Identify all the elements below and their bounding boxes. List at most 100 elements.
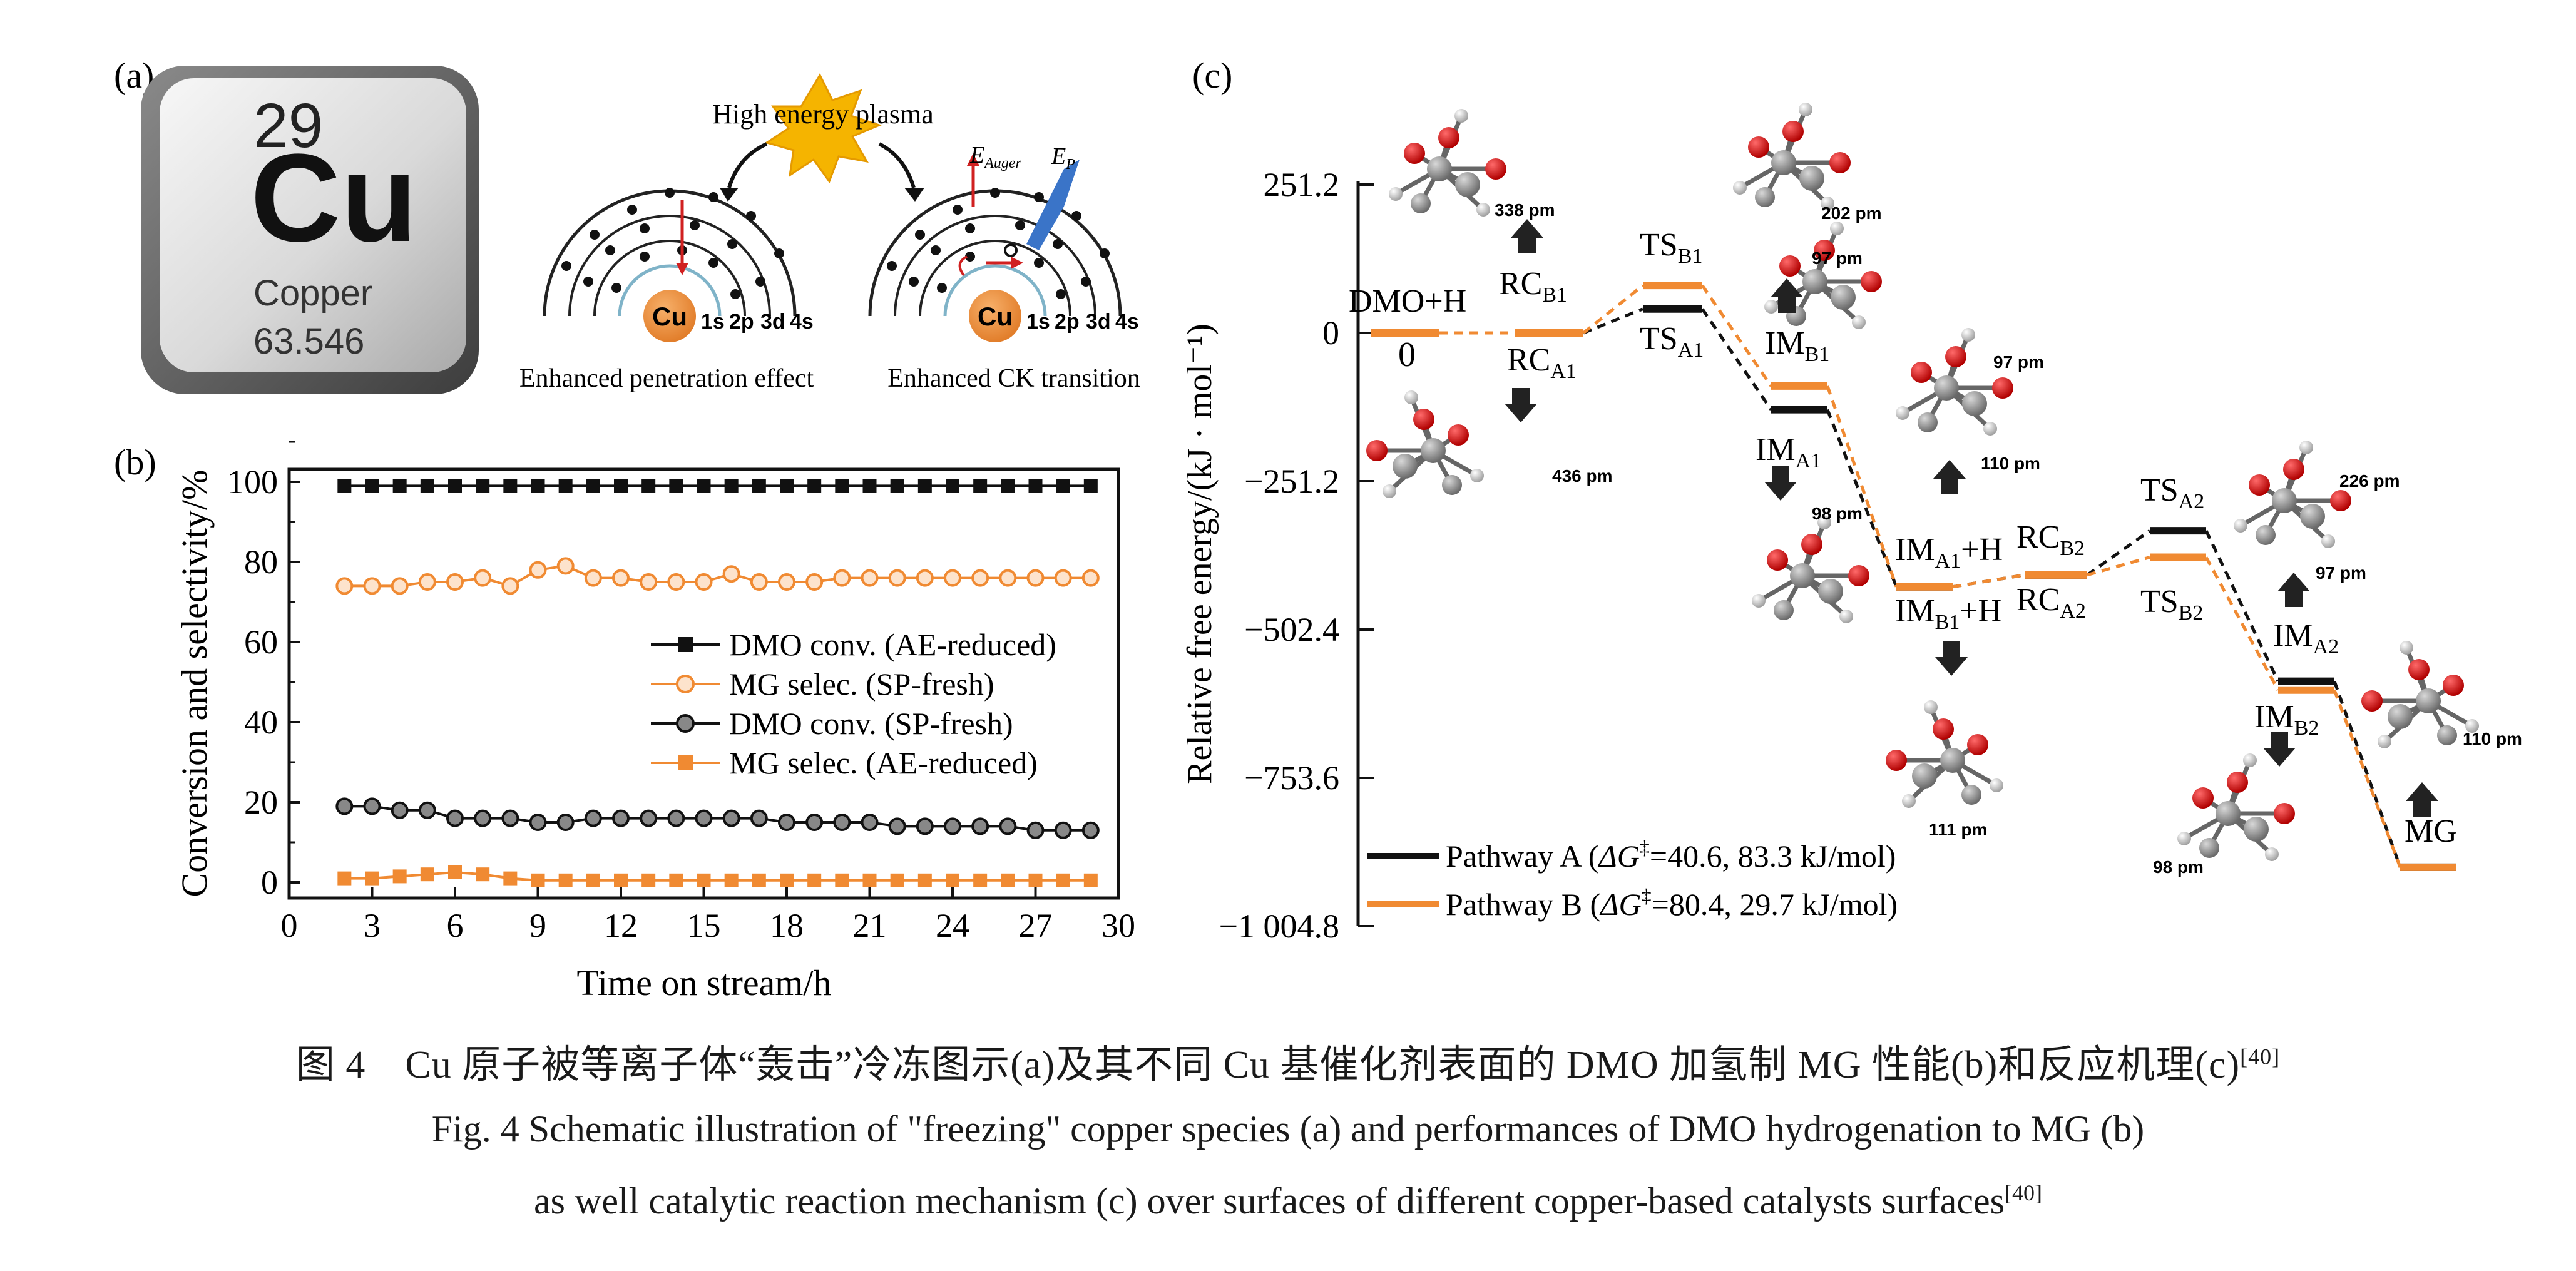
data-point (724, 479, 739, 493)
data-point (392, 869, 407, 884)
atom (1961, 328, 1975, 342)
atom (1476, 203, 1490, 217)
atom (1990, 778, 2003, 792)
legend-marker (678, 637, 693, 652)
data-point (722, 809, 740, 827)
shell-2p-right: 2p (1055, 310, 1080, 334)
data-point (640, 809, 658, 827)
data-point (501, 577, 519, 595)
arrow-icon (1505, 388, 1537, 422)
data-point (667, 573, 685, 591)
atom (1802, 269, 1827, 294)
caption-en-line1: Fig. 4 Schematic illustration of "freezi… (431, 1108, 2145, 1150)
data-point (529, 561, 547, 579)
e-p-label: EP (1051, 143, 1075, 173)
atom (1911, 362, 1932, 383)
data-point (1083, 873, 1098, 887)
data-point (890, 873, 904, 887)
data-point (501, 809, 519, 827)
label-ima1-h: IMA1+H (1895, 532, 2003, 573)
data-point (418, 573, 436, 591)
x-tick-label: 18 (770, 907, 804, 944)
label-rca1: RCA1 (1507, 342, 1577, 383)
data-point (558, 479, 573, 493)
atom (1733, 181, 1747, 195)
atom (1848, 565, 1869, 586)
label-ima1: IMA1 (1756, 432, 1821, 472)
data-point (586, 873, 600, 887)
data-point (778, 573, 795, 591)
data-point (862, 873, 877, 887)
connector-line (1583, 307, 1643, 335)
legend-c: Pathway A (ΔG‡=40.6, 83.3 kJ/mol) Pathwa… (1367, 836, 1898, 922)
data-point (805, 573, 824, 591)
atom (1961, 785, 1981, 805)
data-point (750, 573, 768, 591)
data-point (1026, 569, 1045, 587)
atom-core-left: Cu (652, 302, 687, 331)
y-tick-label: 20 (244, 784, 278, 821)
data-point (640, 573, 658, 591)
data-point (474, 569, 492, 587)
atom (1421, 438, 1446, 463)
atom (1829, 152, 1851, 173)
data-point (1001, 479, 1015, 493)
legend-marker (676, 675, 695, 693)
distance-label: 97 pm (1993, 352, 2044, 372)
data-point (420, 479, 434, 493)
cu-core-left-icon (643, 290, 696, 342)
data-point (862, 479, 877, 493)
shell-4s-left: 4s (790, 310, 814, 334)
molecule-icon (1896, 328, 2013, 436)
atom (1992, 377, 2013, 399)
arrow-icon (1933, 460, 1966, 494)
data-point (392, 479, 407, 493)
data-point (1081, 569, 1100, 587)
data-point (807, 479, 822, 493)
legend-b: DMO conv. (AE-reduced)MG selec. (SP-fres… (651, 627, 1056, 780)
label-tsa1: TSA1 (1640, 321, 1704, 362)
connector-line (2204, 529, 2280, 682)
data-point (888, 569, 906, 587)
data-point (584, 809, 602, 827)
data-point (335, 797, 354, 815)
arrow-icon (1771, 278, 1803, 313)
data-point (448, 865, 462, 879)
atom (2274, 803, 2295, 824)
data-point (669, 873, 683, 887)
plasma-burst-icon: High energy plasma (712, 73, 934, 184)
label-rcb2: RCB2 (2016, 519, 2085, 560)
molecule-structures (1366, 103, 2479, 861)
shell-2p-left: 2p (729, 310, 754, 334)
data-point (418, 801, 436, 819)
arrow-icon (1764, 466, 1797, 501)
atom (2256, 525, 2276, 545)
data-point (669, 479, 683, 493)
left-caption: Enhanced penetration effect (519, 364, 814, 393)
data-point (695, 809, 713, 827)
atom (2378, 735, 2391, 748)
element-name: Copper (253, 273, 372, 314)
data-point (888, 817, 906, 835)
data-point (476, 867, 490, 882)
distance-label: 110 pm (2463, 729, 2522, 748)
atom (1752, 594, 1766, 608)
atom (1799, 166, 1824, 191)
data-point (1081, 821, 1100, 839)
legend-label: DMO conv. (SP-fresh) (729, 706, 1013, 741)
legend-label: DMO conv. (AE-reduced) (729, 627, 1056, 662)
data-point (916, 817, 934, 835)
data-point (971, 569, 989, 587)
connector-line (2333, 689, 2402, 868)
distance-label: 97 pm (2316, 563, 2366, 583)
molecule-icon (1366, 390, 1484, 498)
data-point (973, 479, 988, 493)
connector-line (1582, 284, 1644, 334)
y-axis-c: 251.20−251.2−502.4−753.6−1 004.8 (1219, 166, 1374, 945)
atom (1830, 222, 1844, 235)
data-point (641, 873, 656, 887)
atom (1983, 422, 1997, 436)
atom (1485, 158, 1506, 180)
